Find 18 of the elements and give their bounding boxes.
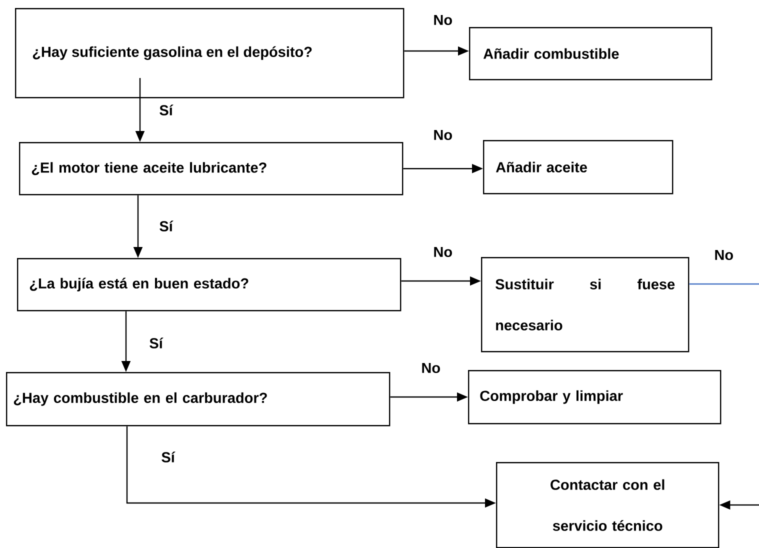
process-box: Contactar con el servicio técnico (496, 462, 720, 548)
process-box: Sustituir si fuese necesario (481, 257, 690, 352)
edge-label: No (713, 248, 735, 262)
process-box: Añadir combustible (469, 27, 712, 80)
process-box: ¿Hay suficiente gasolina en el depósito? (15, 8, 404, 98)
edge-label: No (432, 128, 454, 142)
edge-label: Sí (158, 220, 174, 232)
process-box: ¿Hay combustible en el carburador? (6, 372, 390, 426)
process-box: Comprobar y limpiar (468, 370, 722, 424)
process-box: ¿La bujía está en buen estado? (17, 258, 402, 312)
process-box: ¿El motor tiene aceite lubricante? (19, 142, 404, 196)
edge-label: No (420, 362, 442, 374)
edge-label: No (432, 14, 454, 26)
edge-label: Sí (158, 104, 174, 116)
edge-label: No (432, 246, 454, 258)
process-box: Añadir aceite (483, 140, 674, 194)
edge-label: Sí (160, 450, 176, 464)
edge-label: Sí (148, 336, 164, 350)
